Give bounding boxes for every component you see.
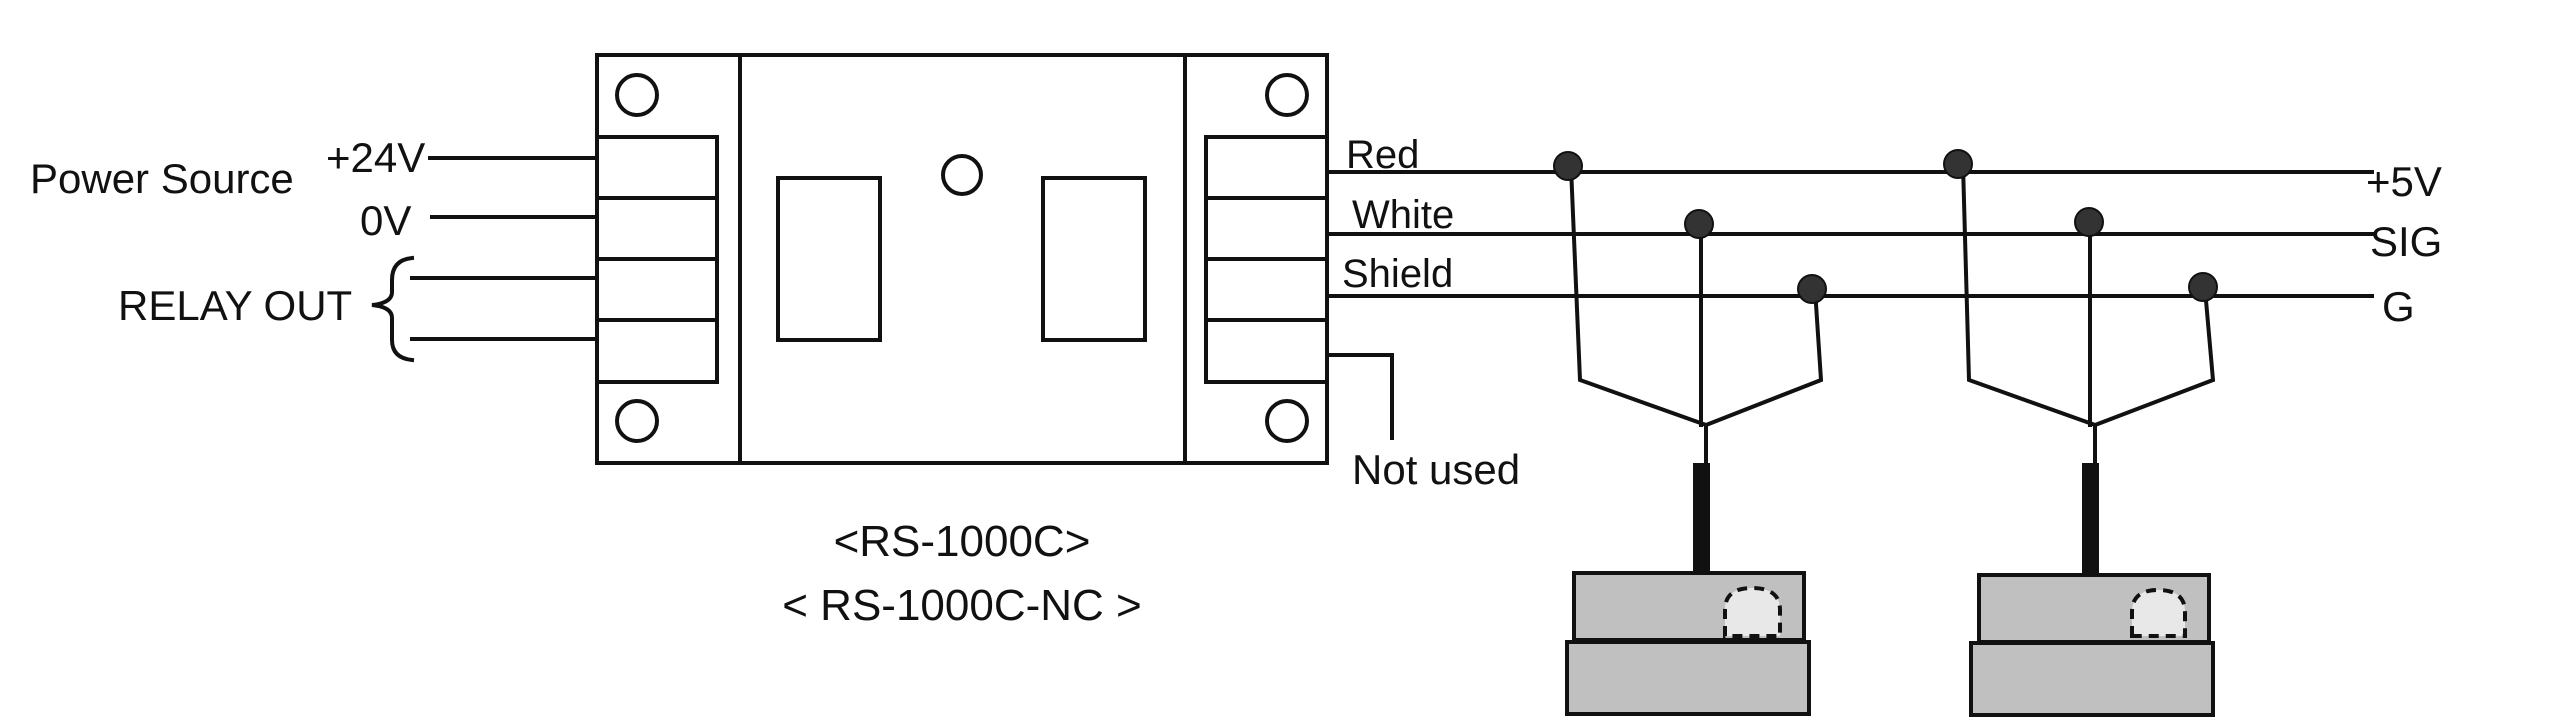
mounting-hole-icon xyxy=(615,73,659,117)
label-plus24v: +24V xyxy=(326,134,425,181)
sensor-dome-icon xyxy=(1723,585,1782,638)
power-wiring xyxy=(371,156,599,363)
label-relay-out: RELAY OUT xyxy=(118,282,352,329)
label-red: Red xyxy=(1346,133,1419,177)
junction-dot-icon xyxy=(1684,209,1714,239)
mounting-hole-icon xyxy=(1265,73,1309,117)
label-not-used: Not used xyxy=(1352,446,1520,493)
label-plus5v: +5V xyxy=(2366,158,2442,205)
label-0v: 0V xyxy=(360,197,411,244)
label-shield: Shield xyxy=(1342,252,1453,296)
sensor-cable-icon xyxy=(1693,463,1710,576)
relay-block-right xyxy=(1041,176,1147,342)
mounting-hole-icon xyxy=(615,399,659,443)
connection-points xyxy=(1553,149,2218,304)
label-model-rs-1000c: <RS-1000C> xyxy=(834,517,1091,566)
relay-out-brace xyxy=(371,255,415,363)
wire-not-used xyxy=(1325,353,1394,440)
label-sig: SIG xyxy=(2370,218,2442,265)
sensor-base xyxy=(1969,641,2215,717)
label-power-source: Power Source xyxy=(30,155,294,202)
sensor-bus-wiring xyxy=(1325,162,2374,467)
sensor-1-red-drop xyxy=(1568,164,1709,428)
indicator-led-icon xyxy=(941,154,983,196)
controller-unit xyxy=(595,53,1329,465)
junction-dot-icon xyxy=(1797,274,1827,304)
sensor-base xyxy=(1565,640,1811,716)
junction-dot-icon xyxy=(2074,207,2104,237)
sensor-2 xyxy=(1969,463,2215,717)
label-g: G xyxy=(2382,283,2415,330)
junction-dot-icon xyxy=(1943,149,1973,179)
left-terminal-block xyxy=(595,135,719,384)
junction-dot-icon xyxy=(1553,151,1583,181)
mounting-hole-icon xyxy=(1265,399,1309,443)
sensor-2-shield-drop xyxy=(2092,286,2216,428)
junction-dot-icon xyxy=(2188,272,2218,302)
sensor-cable-icon xyxy=(2082,463,2099,576)
relay-block-left xyxy=(776,176,882,342)
label-model-rs-1000c-nc: < RS-1000C-NC > xyxy=(782,581,1141,630)
sensor-1-shield-drop xyxy=(1703,286,1824,428)
sensor-dome-icon xyxy=(2130,587,2187,638)
sensor-1 xyxy=(1565,463,1811,716)
sensor-2-red-drop xyxy=(1960,162,2098,428)
right-terminal-block xyxy=(1204,135,1329,384)
label-white: White xyxy=(1352,193,1454,237)
